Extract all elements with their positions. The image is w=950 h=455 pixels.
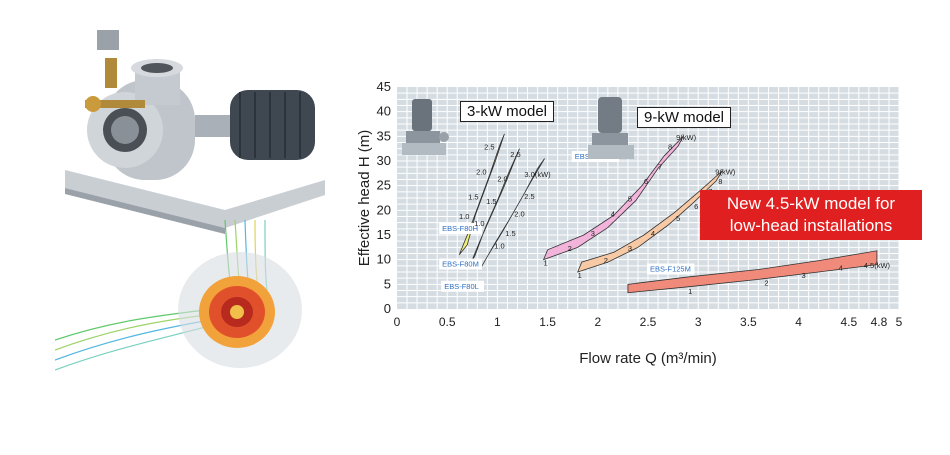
series-point-label: 8 [718, 177, 722, 186]
series-point-label: 2.5 [510, 150, 520, 159]
thumbnail-9kw-pump [588, 97, 634, 159]
series-name-label: EBS-F80H [442, 224, 478, 233]
x-tick-label: 2.5 [640, 315, 657, 329]
y-tick-label: 45 [377, 79, 391, 94]
series-point-label: 2.5 [484, 143, 494, 152]
series-band [542, 136, 684, 261]
x-tick-label: 3 [695, 315, 702, 329]
series-point-label: 5 [628, 194, 632, 203]
x-tick-label: 4.8 [871, 315, 888, 329]
pump-render-image [65, 30, 325, 234]
y-tick-label: 35 [377, 128, 391, 143]
y-tick-label: 30 [377, 153, 391, 168]
series-band [577, 170, 723, 273]
y-tick-label: 5 [384, 276, 391, 291]
series-point-label: 2.0 [497, 175, 507, 184]
callout-line-1: New 4.5-kW model for [726, 194, 896, 213]
y-tick-label: 15 [377, 227, 391, 242]
series-labels: 1.01.52.02.53.0OutputEBS-F80H1.01.52.02.… [439, 103, 891, 296]
thumbnail-3kw-pump [402, 99, 449, 155]
series-point-label: 2 [604, 256, 608, 265]
series-point-label: 6 [644, 177, 648, 186]
model-9kw-box: 9-kW model [637, 107, 732, 128]
x-tick-label: 0.5 [439, 315, 456, 329]
y-tick-label: 40 [377, 104, 391, 119]
series-point-label: 1.5 [468, 192, 478, 201]
series-point-label: 1 [578, 271, 582, 280]
series-name-label: EBS-F80M [442, 260, 479, 269]
series-point-label: 4 [611, 209, 615, 218]
series-point-label: 6 [694, 202, 698, 211]
x-tick-label: 3.5 [740, 315, 757, 329]
series-point-label: 7 [658, 162, 662, 171]
series-name-box [439, 258, 482, 270]
series-point-label: 2.5 [524, 192, 534, 201]
series-point-label: 4.5(kW) [864, 261, 891, 270]
series-band [468, 148, 520, 268]
series-point-label: 2.0 [514, 209, 524, 218]
x-axis-title: Flow rate Q (m³/min) [579, 350, 717, 367]
series-areas [458, 133, 878, 294]
series-name-box [647, 263, 695, 275]
series-name-box [439, 223, 482, 235]
series-point-label: 4 [839, 264, 843, 273]
series-band [627, 250, 878, 294]
y-tick-label: 0 [384, 301, 391, 316]
series-band [480, 158, 545, 268]
x-tick-label: 4 [795, 315, 802, 329]
model-3kw-box: 3-kW model [460, 101, 555, 122]
series-point-label: 3 [591, 229, 595, 238]
series-point-label: 5 [676, 214, 680, 223]
callout-line-2: low-head installations [729, 216, 893, 235]
series-point-label: 3 [628, 244, 632, 253]
series-point-label: 3.0(kW) [524, 170, 551, 179]
series-point-label: 2.0 [476, 167, 486, 176]
series-point-label: 9(kW) [715, 167, 735, 176]
series-point-label: 1.0 [494, 241, 504, 250]
x-tick-label: 1 [494, 315, 501, 329]
series-point-label: 1 [688, 287, 692, 296]
series-point-label: 1.0 [474, 219, 484, 228]
x-tick-label: 0 [394, 315, 401, 329]
series-name-box [441, 280, 484, 292]
y-tick-label: 10 [377, 252, 391, 267]
series-point-label: 9(kW) [676, 133, 696, 142]
series-name-label: EBS-F125M [650, 265, 691, 274]
series-point-label: 2 [764, 278, 768, 287]
new-model-callout: New 4.5-kW model for low-head installati… [700, 190, 922, 240]
series-point-label: 1.0 [459, 212, 469, 221]
x-tick-label: 5 [896, 315, 903, 329]
x-tick-label: 1.5 [539, 315, 556, 329]
series-point-label: 8 [668, 143, 672, 152]
y-axis-title: Effective head H (m) [356, 130, 373, 266]
y-tick-label: 25 [377, 178, 391, 193]
series-point-label: 4 [651, 229, 655, 238]
flow-simulation-image [55, 220, 302, 371]
series-name-label: EBS-F80L [444, 282, 479, 291]
series-point-label: 1.5 [486, 197, 496, 206]
x-tick-label: 2 [594, 315, 601, 329]
series-point-label: 3 [802, 271, 806, 280]
x-tick-label: 4.5 [840, 315, 857, 329]
series-point-label: 1 [544, 259, 548, 268]
series-point-label: 2 [568, 244, 572, 253]
series-point-label: 1.5 [505, 229, 515, 238]
y-tick-label: 20 [377, 202, 391, 217]
